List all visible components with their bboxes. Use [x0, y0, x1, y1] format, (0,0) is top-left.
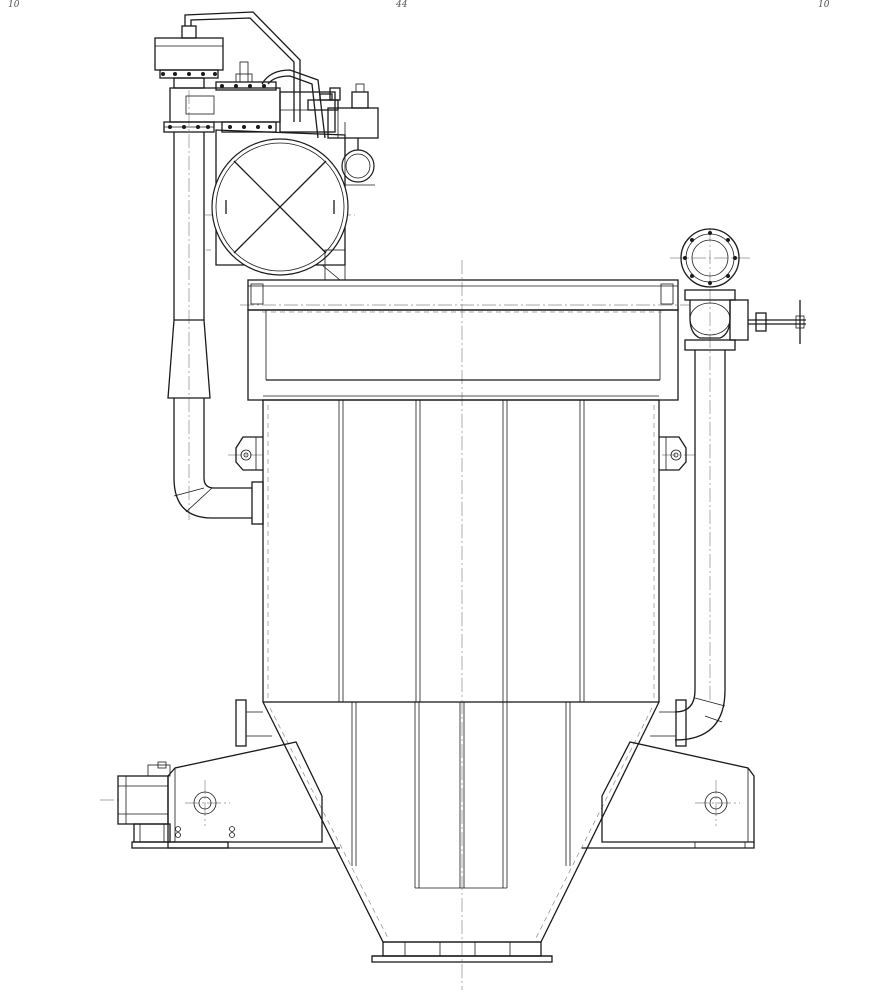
main-housing — [247, 279, 679, 703]
inspection-cover — [206, 129, 349, 281]
sheet-mark-top-right: 10 — [818, 0, 830, 10]
supports — [167, 699, 755, 849]
drive-motor — [117, 761, 235, 849]
hopper — [262, 701, 660, 963]
upper-valve-assembly — [154, 11, 379, 186]
sheet-mark-top-left: 10 — [8, 0, 20, 10]
sheet-mark-top-center: 44 — [396, 0, 408, 10]
centerlines — [100, 90, 752, 990]
outlet-pipe — [674, 228, 806, 741]
side-lugs — [235, 436, 687, 471]
